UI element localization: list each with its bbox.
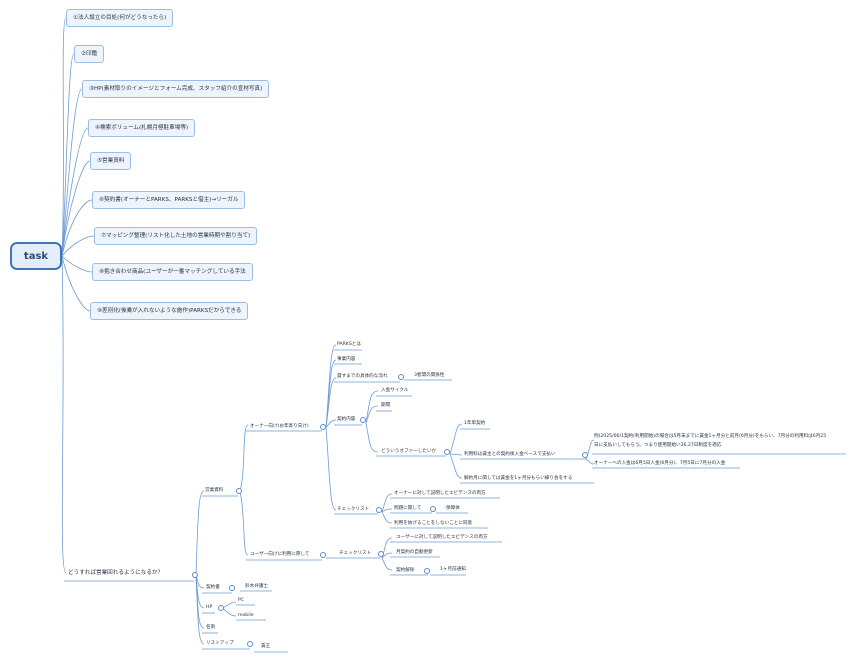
task-node-7[interactable]: ⑦マッピング整理(リスト化した土地の営業時期や割り当て) — [94, 227, 258, 245]
listup-node[interactable]: リストアップ — [206, 641, 234, 646]
task-node-1[interactable]: ①法人設立の目処(何がどうなったら) — [66, 9, 174, 27]
offer-node[interactable]: どういうオファーしたいか — [381, 449, 437, 454]
task-node-2[interactable]: ②印鑑 — [74, 45, 105, 63]
hp-node[interactable]: HP — [206, 605, 213, 610]
business-node[interactable]: 事業内容 — [337, 357, 356, 362]
collapse-toggle-icon[interactable] — [398, 374, 404, 380]
pc-node[interactable]: PC — [238, 598, 244, 603]
owner-deposit-node[interactable]: オーナーへの入金は6月5日入金(6月分)、7月5日に7月分の入金 — [594, 461, 726, 466]
user-explain-node[interactable]: ユーザーに対して説明したエビデンスの両方 — [396, 535, 488, 540]
flow-node[interactable]: 貸すまでの具体的な流れ — [337, 374, 388, 379]
collapse-toggle-icon[interactable] — [247, 641, 253, 647]
one-year-node[interactable]: 1年単契約 — [464, 421, 486, 426]
payment-cycle-node[interactable]: 入金サイクル — [381, 388, 409, 393]
collapse-toggle-icon[interactable] — [218, 605, 224, 611]
task-node-8[interactable]: ⑧抱き合わせ商品(ユーザーが一番マッチングしている手法 — [92, 263, 253, 281]
collapse-toggle-icon[interactable] — [378, 551, 384, 557]
collapse-toggle-icon[interactable] — [582, 452, 588, 458]
task-node-9[interactable]: ⑨差別化(後乗が入れないような施作)PARKSだからできる — [90, 302, 249, 320]
contract-doc-node[interactable]: 契約書 — [206, 585, 220, 590]
cancel-rule-node[interactable]: 解約月に関しては賃金を1ヶ月分もらい繰り会をする — [464, 476, 573, 481]
collapse-toggle-icon[interactable] — [376, 507, 382, 513]
one-month-notice-node[interactable]: 1ヶ月前通知 — [440, 567, 466, 572]
parks-node[interactable]: PARKSとは — [337, 342, 361, 347]
guarantor-node[interactable]: 保障体 — [446, 506, 460, 511]
collapse-toggle-icon[interactable] — [192, 572, 198, 578]
cancellation-node[interactable]: 契約解除 — [396, 568, 415, 573]
collapse-toggle-icon[interactable] — [424, 568, 430, 574]
collapse-toggle-icon[interactable] — [229, 585, 235, 591]
root-node[interactable]: task — [10, 242, 62, 270]
monthly-renewal-node[interactable]: 月契約の自動更新 — [396, 550, 433, 555]
issue-node[interactable]: 問題に関して — [394, 506, 422, 511]
example-node-line1[interactable]: 例)2025/06/1契約(利用開始)の場合は5月末までに賃金1ヶ月分と前月(6… — [594, 434, 827, 439]
checklist-node[interactable]: チェックリスト — [337, 507, 370, 512]
sales-material-node[interactable]: 営業資料 — [205, 488, 224, 493]
task-node-10[interactable]: どうすれば営業回れるようになるか？ — [68, 570, 164, 576]
mobile-node[interactable]: mobile — [238, 613, 254, 618]
kenji-node[interactable]: 賃王 — [261, 644, 271, 649]
rent-base-node[interactable]: 利用料は賃主との契約後入金ベースで支払い — [464, 452, 556, 457]
card-node[interactable]: 名刺 — [206, 625, 216, 630]
collapse-toggle-icon[interactable] — [360, 417, 366, 423]
task-node-4[interactable]: ④検索ボリューム(札幌月極駐車場等) — [88, 119, 196, 137]
user-checklist-node[interactable]: チェックリスト — [339, 551, 372, 556]
task-node-5[interactable]: ⑤営業資料 — [90, 152, 132, 170]
contract-content-node[interactable]: 契約内容 — [337, 417, 356, 422]
collapse-toggle-icon[interactable] — [320, 424, 326, 430]
example-node-line2[interactable]: 日に支払いしてもらう。つまり使用開始い26,27日制度を適応 — [594, 443, 722, 448]
collapse-toggle-icon[interactable] — [236, 488, 242, 494]
lawyer-node[interactable]: 鈴木弁護士 — [245, 584, 268, 589]
owner-explain-node[interactable]: オーナーに対して説明したエビデンスの両方 — [394, 491, 486, 496]
task-node-3[interactable]: ③HP(素材取りのイメージとフォーム完成、スタッフ紹介の宣材写真) — [82, 80, 270, 98]
user-node[interactable]: ユーザー向けに利用に際して — [250, 552, 310, 557]
period-node[interactable]: 期間 — [381, 403, 391, 408]
obstruct-node[interactable]: 利用を妨げることをしないことに同意 — [394, 521, 473, 526]
collapse-toggle-icon[interactable] — [444, 449, 450, 455]
collapse-toggle-icon[interactable] — [430, 506, 436, 512]
owner-node[interactable]: オーナー向け(お年寄り向け) — [250, 424, 309, 429]
collapse-toggle-icon[interactable] — [320, 552, 326, 558]
three-party-node[interactable]: 3者間の関係性 — [414, 373, 445, 378]
task-node-6[interactable]: ⑥契約書(オーナーとPARKS、PARKSと借主)→リーガル — [92, 191, 246, 209]
